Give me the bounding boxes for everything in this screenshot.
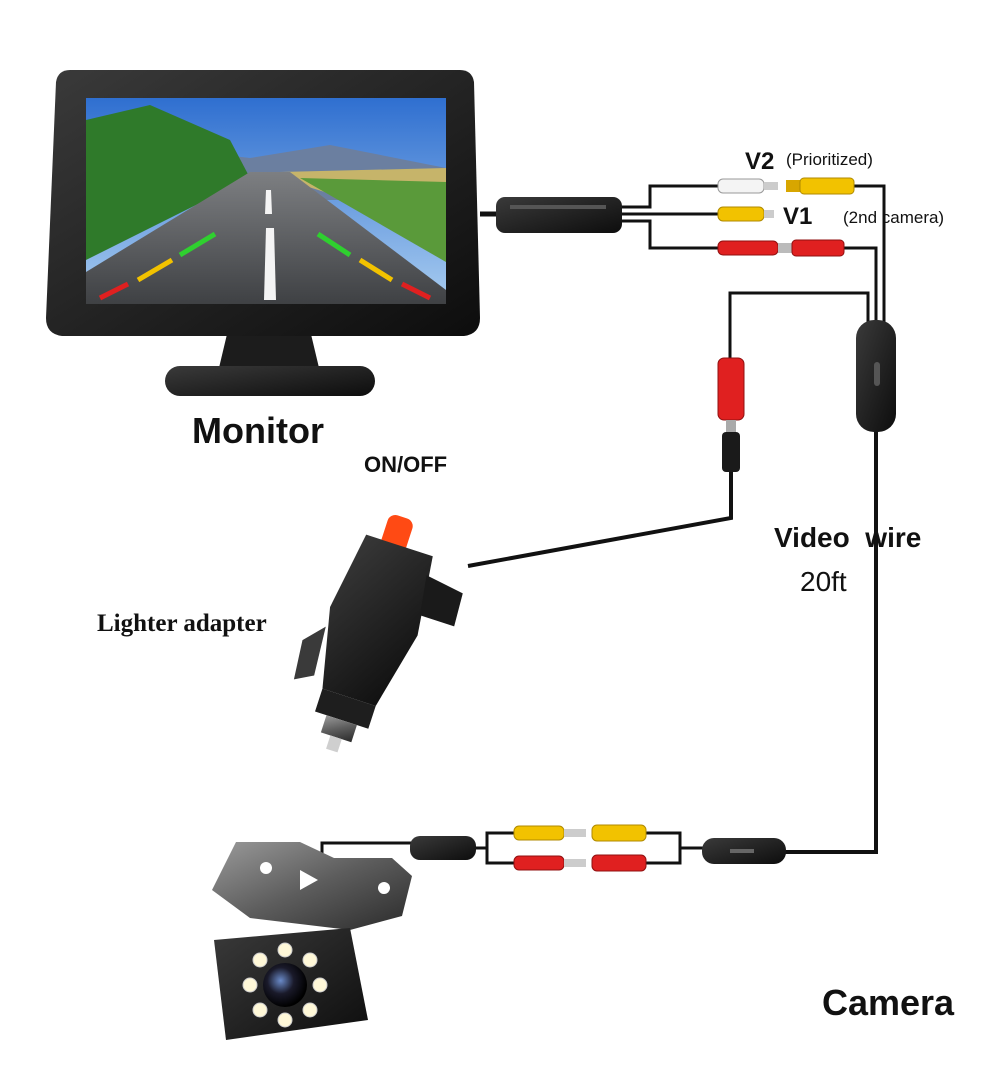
power-branch-connector bbox=[717, 357, 745, 472]
camera bbox=[212, 842, 412, 1040]
wire-length-label: 20ft bbox=[800, 566, 847, 597]
monitor-base bbox=[165, 366, 375, 396]
cable-junction bbox=[856, 320, 896, 432]
power-red-connector bbox=[717, 239, 845, 257]
camera-yellow-connector bbox=[513, 824, 647, 842]
camera-label: Camera bbox=[822, 982, 955, 1023]
video-wire-label: Video wire bbox=[774, 522, 922, 553]
monitor-label: Monitor bbox=[192, 410, 324, 451]
v2-yellow-connector bbox=[786, 177, 855, 195]
splitter-box bbox=[496, 197, 622, 233]
on-off-label: ON/OFF bbox=[364, 452, 448, 477]
camera-harness-connector-right bbox=[702, 838, 786, 864]
camera-leds bbox=[242, 942, 328, 1028]
v1-yellow-connector bbox=[717, 206, 774, 222]
cables bbox=[320, 184, 886, 865]
camera-harness-connector-left bbox=[410, 836, 476, 860]
monitor bbox=[46, 70, 480, 396]
camera-lens bbox=[263, 963, 307, 1007]
second-camera-label: (2nd camera) bbox=[843, 208, 945, 227]
v1-label: V1 bbox=[783, 203, 813, 230]
lighter-adapter bbox=[293, 515, 463, 753]
monitor-stand bbox=[218, 330, 320, 372]
v2-note-label: (Prioritized) bbox=[786, 150, 873, 169]
v2-label: V2 bbox=[745, 148, 775, 175]
lighter-adapter-label: Lighter adapter bbox=[97, 610, 267, 637]
v2-white-connector bbox=[717, 178, 778, 194]
camera-red-connector bbox=[513, 854, 647, 872]
monitor-screen bbox=[86, 98, 446, 304]
